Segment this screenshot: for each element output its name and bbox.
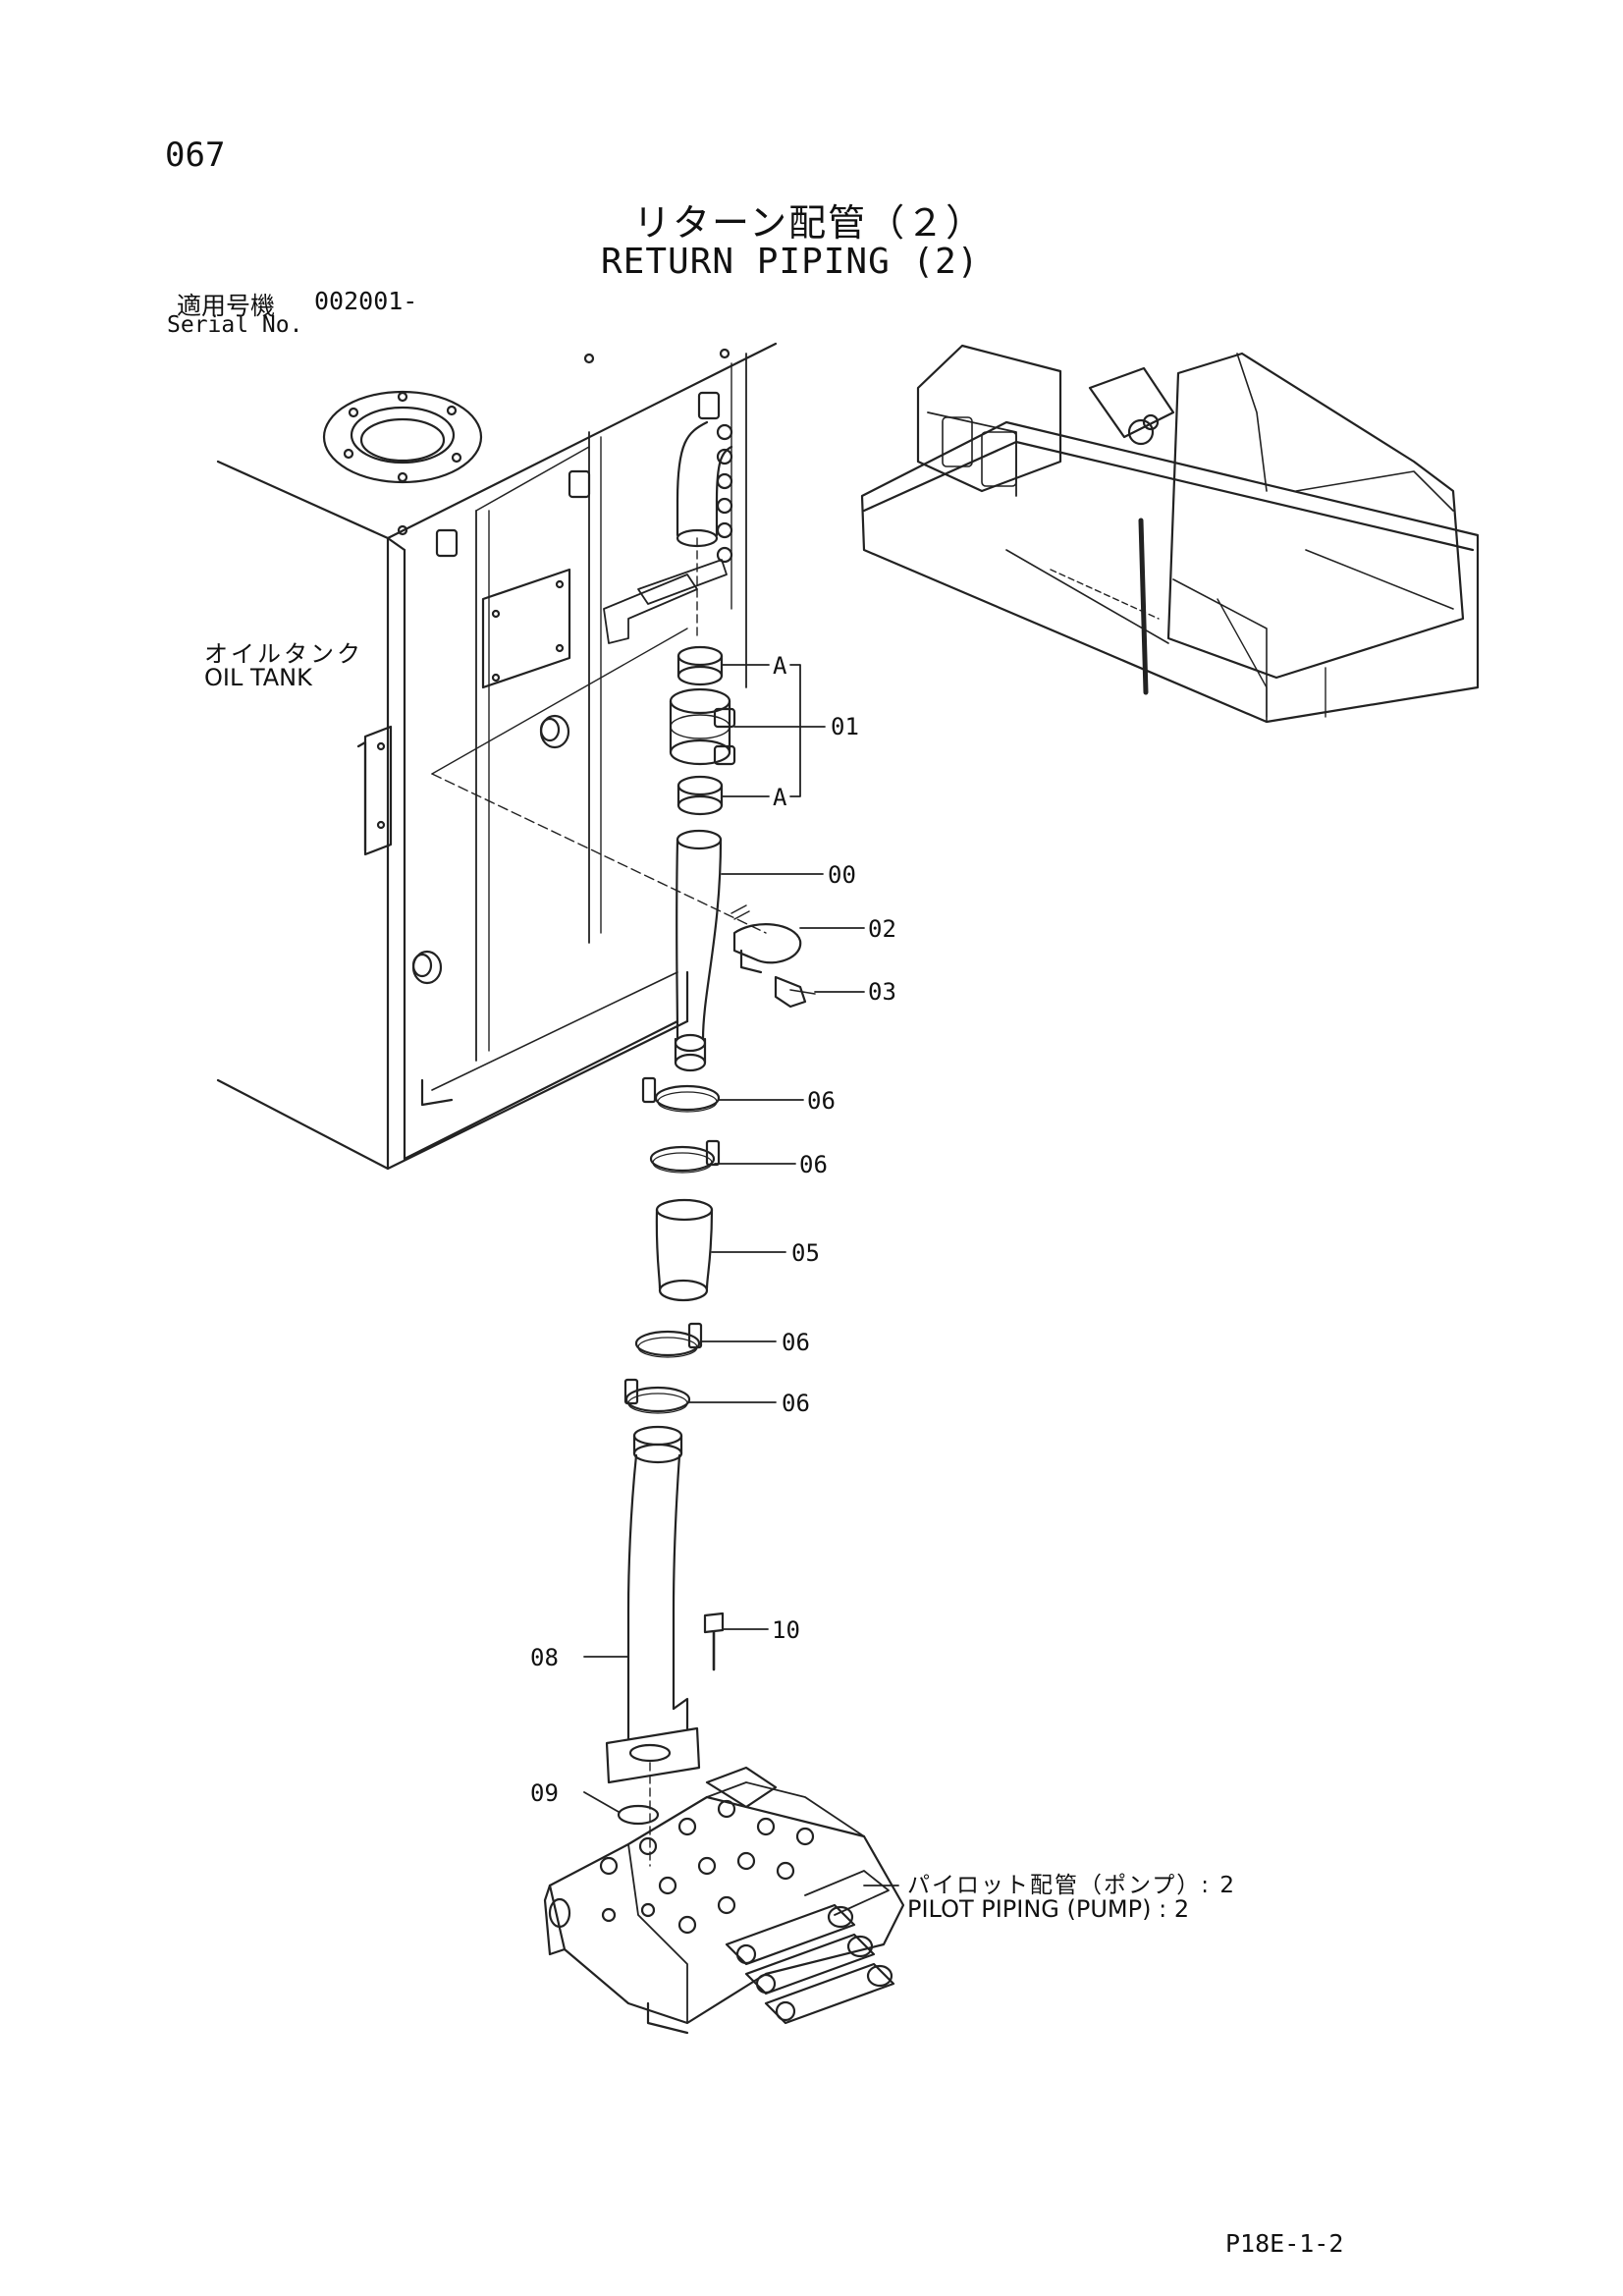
serial-label-english: Serial No. [167, 312, 303, 338]
callout-02: 02 [868, 915, 896, 943]
page-title-japanese: リターン配管（２） [633, 201, 986, 245]
callout-06-first: 06 [807, 1087, 836, 1115]
control-valve-drawing [543, 1766, 905, 2035]
callout-a-top: A [773, 652, 787, 680]
callout-06-third: 06 [782, 1329, 810, 1356]
callout-03: 03 [868, 978, 896, 1006]
callout-00: 00 [828, 861, 856, 889]
serial-number-value: 002001- [314, 287, 418, 315]
callout-a-bottom: A [773, 784, 787, 811]
callout-10: 10 [772, 1616, 800, 1644]
callout-05: 05 [791, 1239, 820, 1267]
callout-06-second: 06 [799, 1151, 828, 1178]
page-title-english: RETURN PIPING (2) [601, 242, 980, 282]
document-code: P18E-1-2 [1225, 2229, 1344, 2258]
pilot-piping-label-english: PILOT PIPING (PUMP) : 2 [907, 1895, 1190, 1923]
machine-overview-drawing [860, 344, 1480, 724]
pilot-piping-label-japanese: パイロット配管（ポンプ）: 2 [907, 1873, 1237, 1898]
callout-06-fourth: 06 [782, 1390, 810, 1417]
leader-lines [583, 664, 899, 1886]
parts-stack-drawing [605, 645, 816, 1826]
page-number: 067 [165, 136, 226, 175]
oil-tank-label-japanese: オイルタンク [204, 640, 363, 668]
serial-label-japanese: 適用号機 [177, 292, 276, 320]
callout-09: 09 [530, 1779, 559, 1807]
oil-tank-drawing [216, 342, 778, 1171]
callout-01: 01 [831, 713, 859, 740]
callout-08: 08 [530, 1644, 559, 1671]
oil-tank-label-english: OIL TANK [204, 664, 312, 691]
